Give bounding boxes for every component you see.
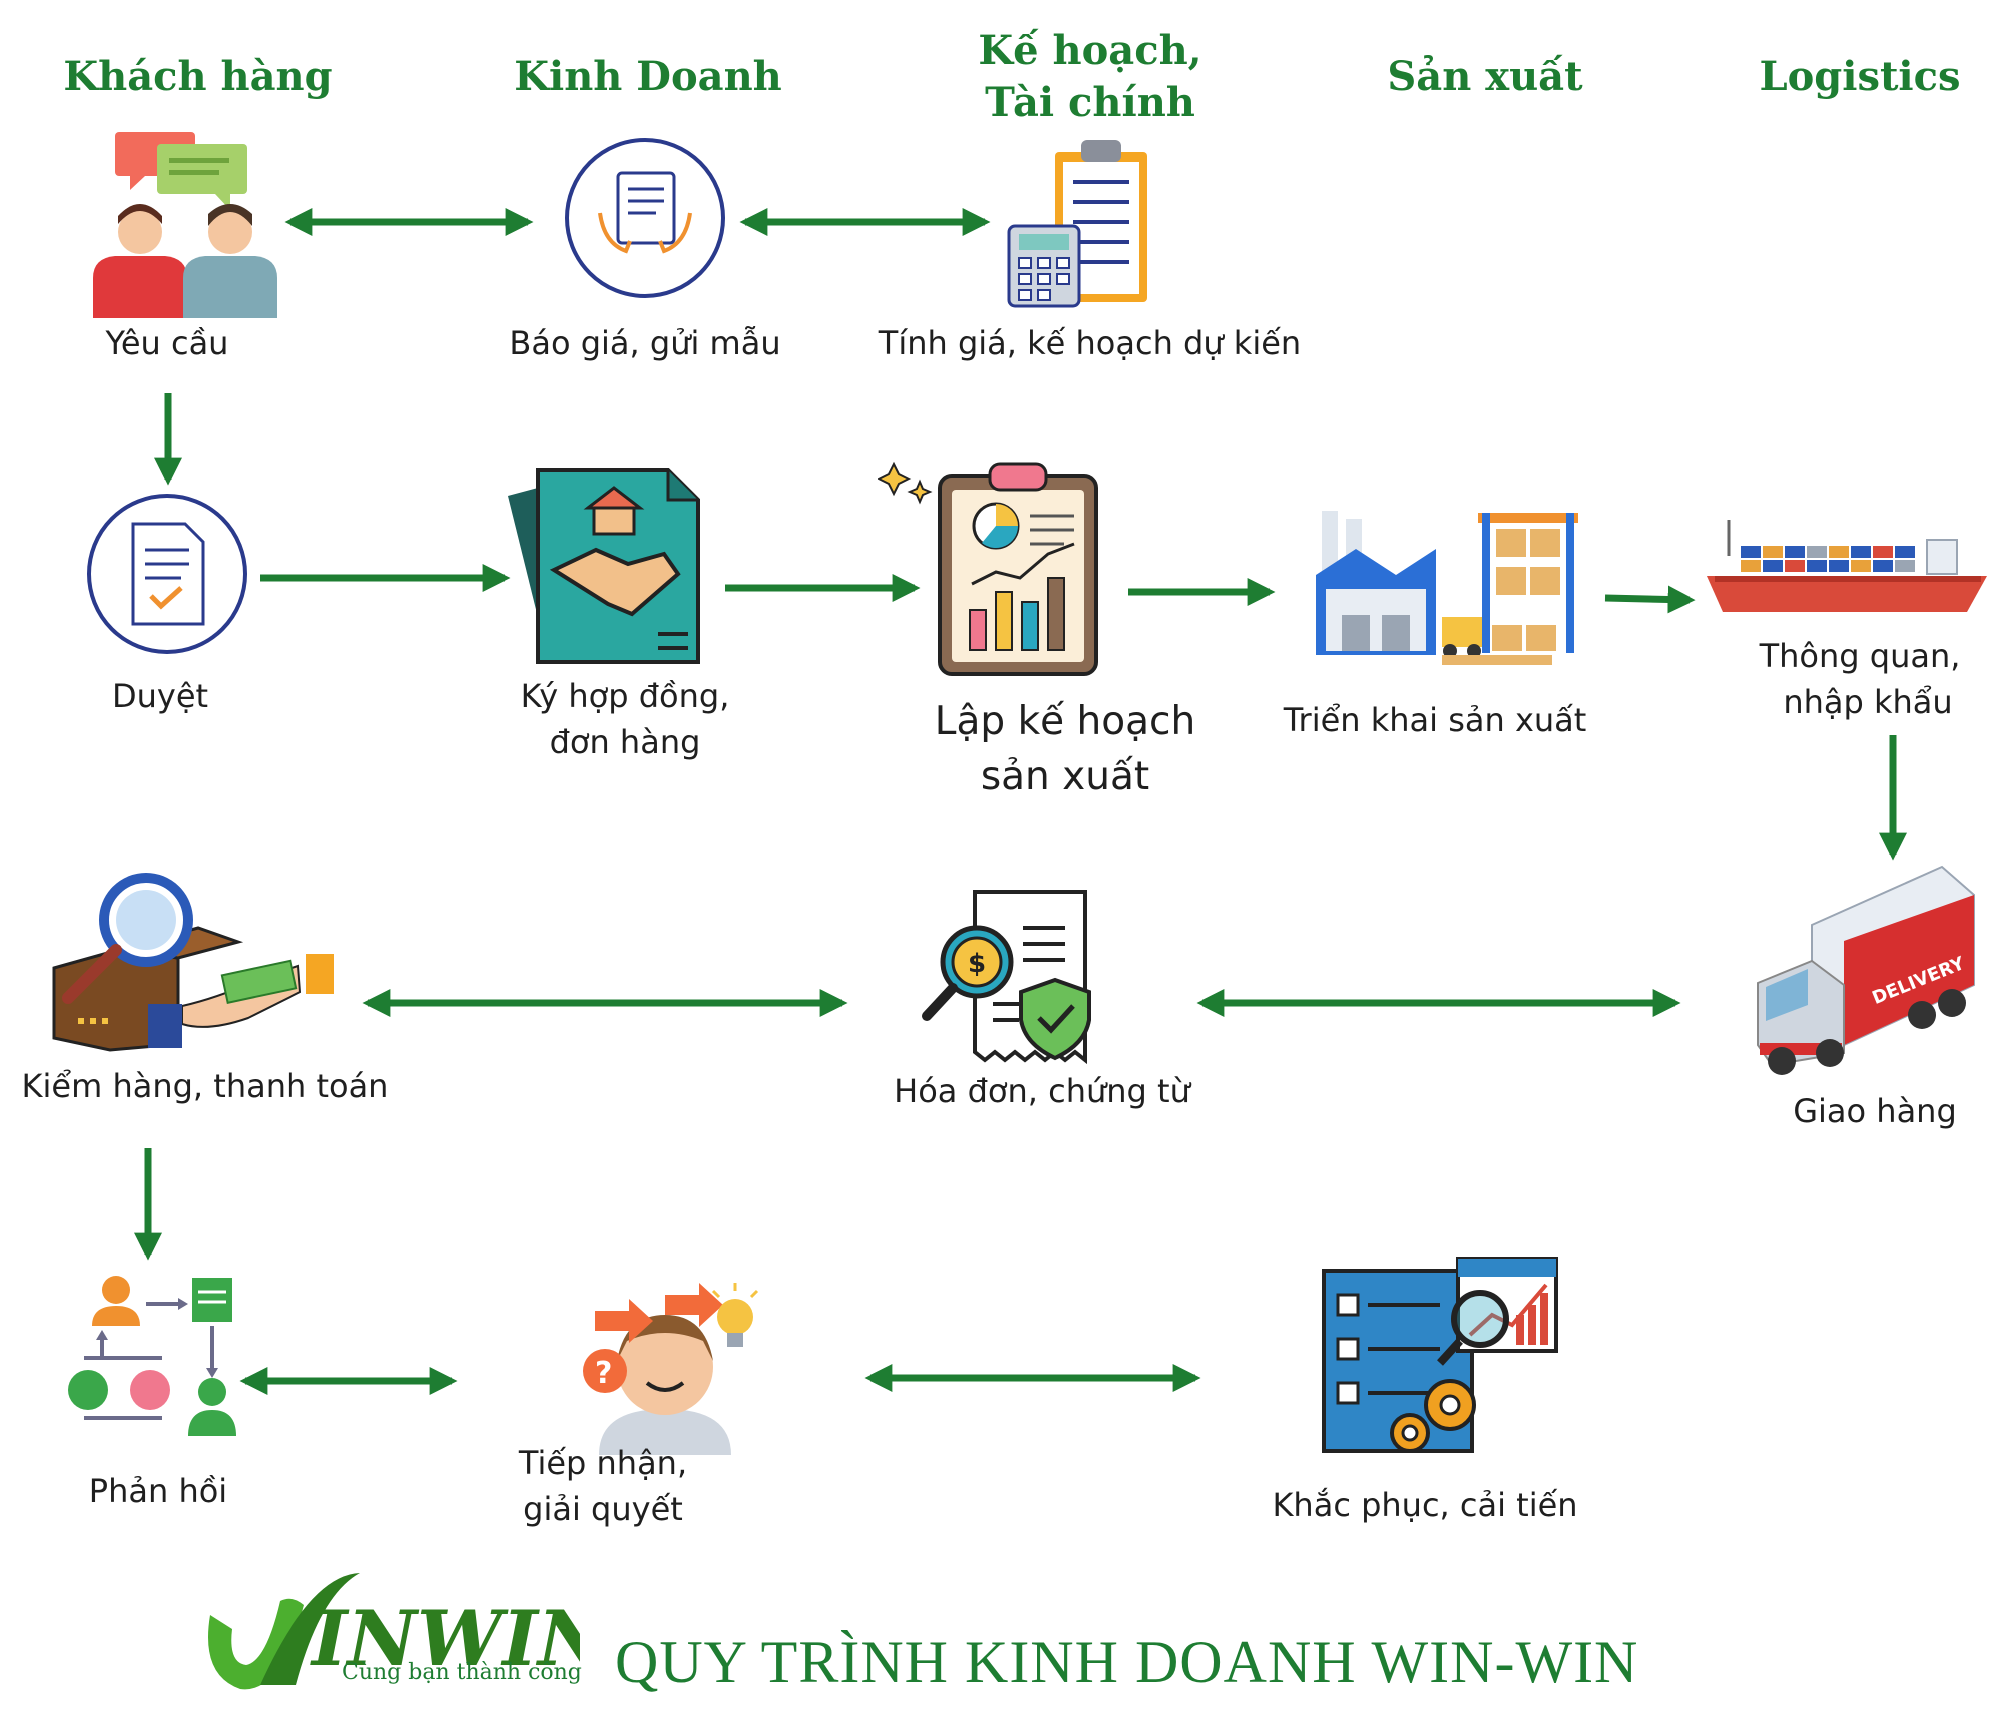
step-approve-label: Duyệt <box>111 677 209 715</box>
page-title: QUY TRÌNH KINH DOANH WIN-WIN <box>615 1629 1639 1695</box>
step-receive-label-line2: giải quyết <box>523 1490 683 1528</box>
header-planning-line1: Kế hoạch, <box>978 27 1202 74</box>
step-feedback-label: Phản hồi <box>88 1472 228 1510</box>
quote-document-icon <box>565 138 725 298</box>
step-contract-label-line1: Ký hợp đồng, <box>520 677 730 715</box>
logo-text: INWIN <box>310 1594 580 1683</box>
approve-document-icon <box>87 494 247 654</box>
logo-tagline: Cùng bạn thành công <box>342 1660 582 1685</box>
factory-warehouse-icon <box>1316 511 1578 665</box>
svg-text:?: ? <box>595 1356 612 1391</box>
handshake-contract-icon <box>508 468 700 664</box>
delivery-truck-icon: DELIVERY <box>1757 865 1975 1075</box>
header-production: Sản xuất <box>1387 53 1583 100</box>
step-contract-label-line2: đơn hàng <box>549 723 701 761</box>
header-sales: Kinh Doanh <box>514 53 782 100</box>
arrow-produce-customs <box>1604 585 1696 614</box>
winwin-logo: INWIN <box>200 1565 610 1705</box>
header-customer: Khách hàng <box>63 53 333 100</box>
plan-report-icon <box>878 461 1098 676</box>
step-inspect-label: Kiểm hàng, thanh toán <box>21 1067 389 1105</box>
step-plan-label-line1: Lập kế hoạch <box>934 699 1196 744</box>
header-planning-line2: Tài chính <box>985 79 1195 126</box>
step-improve-label: Khắc phục, cải tiến <box>1272 1486 1578 1524</box>
improvement-analytics-icon <box>1322 1257 1558 1453</box>
header-logistics: Logistics <box>1759 53 1961 100</box>
inspection-payment-icon <box>52 873 334 1052</box>
step-plan-label-line2: sản xuất <box>980 754 1150 799</box>
step-pricing-label: Tính giá, kế hoạch dự kiến <box>878 324 1302 362</box>
winwin-logo-mark: INWIN <box>208 1573 610 1690</box>
customers-chat-icon <box>93 132 277 318</box>
problem-solving-icon: ? <box>583 1283 759 1455</box>
feedback-flow-icon <box>68 1276 236 1436</box>
step-customs-label-line1: Thông quan, <box>1759 637 1961 675</box>
step-customs-label-line2: nhập khẩu <box>1783 683 1953 721</box>
svg-text:$: $ <box>968 949 986 979</box>
step-receive-label-line1: Tiếp nhận, <box>518 1444 688 1482</box>
step-produce-label: Triển khai sản xuất <box>1283 701 1587 739</box>
cargo-ship-icon <box>1707 520 1987 612</box>
calculator-clipboard-icon <box>1007 140 1147 308</box>
invoice-search-icon: $ <box>922 890 1091 1065</box>
step-delivery-label: Giao hàng <box>1793 1092 1957 1130</box>
step-invoice-label: Hóa đơn, chứng từ <box>894 1072 1190 1110</box>
step-request-label: Yêu cầu <box>105 324 229 362</box>
step-quote-label: Báo giá, gửi mẫu <box>509 324 781 362</box>
